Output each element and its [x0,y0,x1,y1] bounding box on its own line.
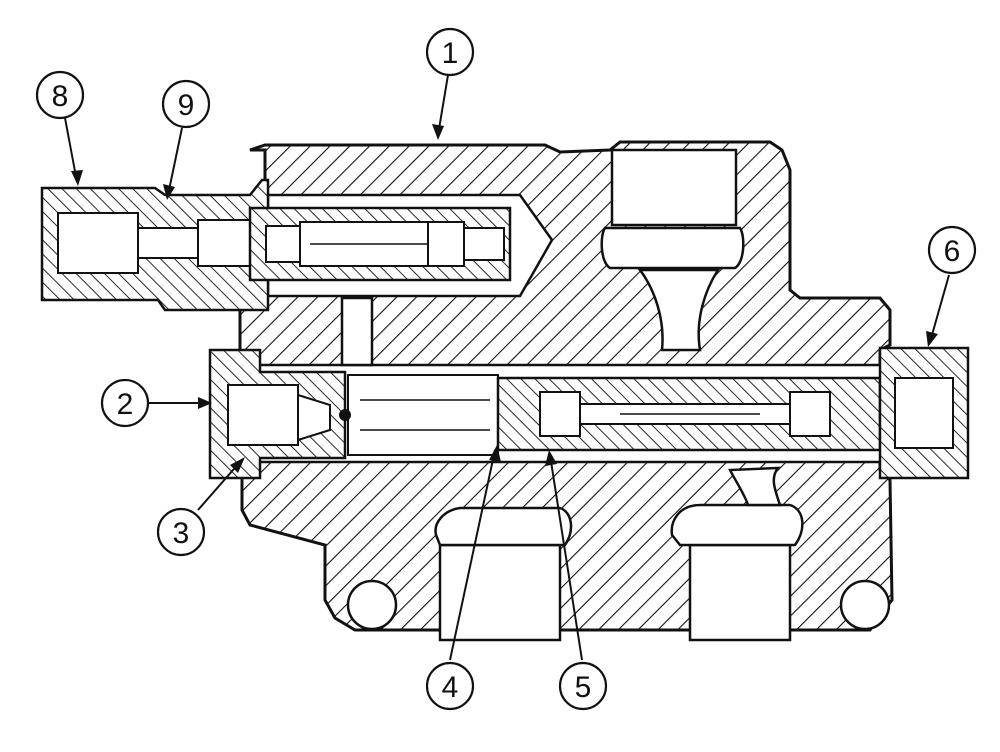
leader-lines [64,74,950,661]
callout-6-label: 6 [944,235,961,268]
relief-valve-cartridge [40,178,554,312]
callout-3-label: 3 [173,517,190,550]
right-end-plug [878,346,970,480]
callout-2: 2 [100,378,150,428]
callout-9: 9 [161,79,211,129]
callout-8-label: 8 [52,80,69,113]
callout-3: 3 [156,507,206,557]
callout-8: 8 [35,70,85,120]
callout-4: 4 [425,661,475,711]
callout-4-label: 4 [442,671,459,704]
callout-9-label: 9 [178,89,195,122]
callout-6: 6 [927,225,977,275]
callout-2-label: 2 [117,388,134,421]
spool [496,376,882,452]
callout-1: 1 [425,27,475,77]
callout-1-label: 1 [442,37,459,70]
callout-5-label: 5 [575,671,592,704]
callout-5: 5 [558,661,608,711]
